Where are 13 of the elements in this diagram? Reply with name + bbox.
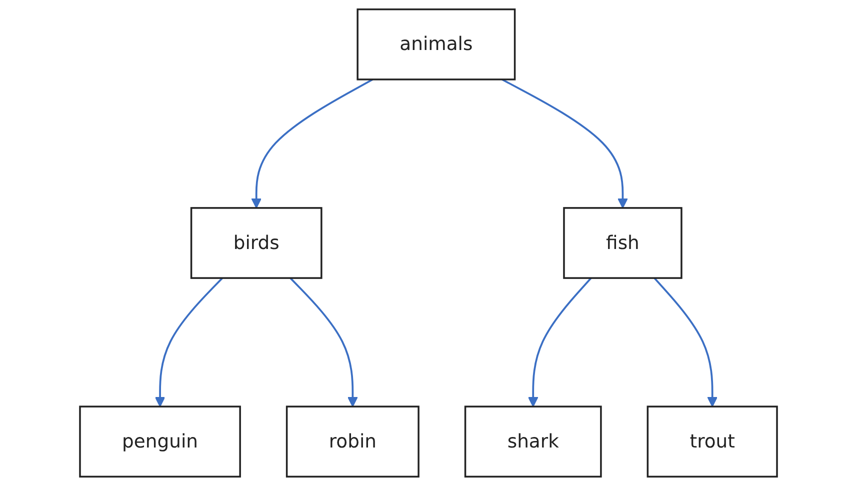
node-box: animals [356, 8, 516, 80]
node-box: robin [286, 406, 420, 478]
arrow [502, 78, 628, 208]
node-box: shark [464, 406, 602, 478]
arrow [251, 78, 374, 208]
arrow [654, 277, 718, 408]
arrow [154, 277, 224, 408]
node-box: fish [563, 207, 682, 279]
node-box: trout [646, 406, 778, 478]
arrow [290, 277, 358, 408]
arrow [528, 277, 592, 408]
node-box: birds [190, 207, 322, 279]
node-box: penguin [79, 406, 241, 478]
